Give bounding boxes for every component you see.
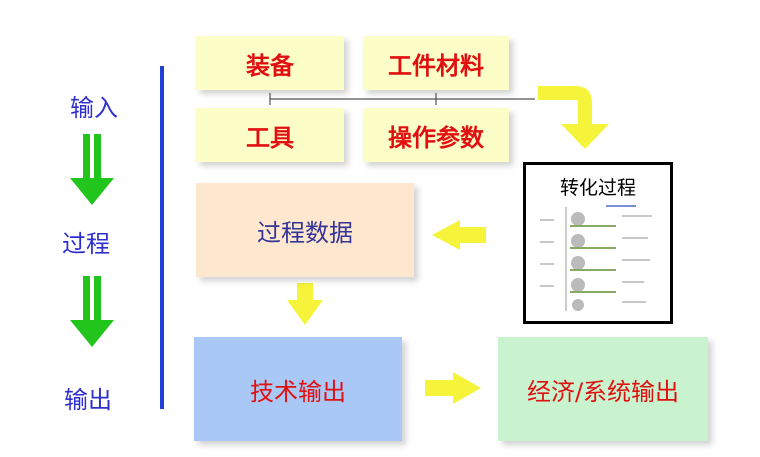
yellow-left-arrow [432, 220, 486, 250]
input-box-workpiece-material: 工件材料 [363, 36, 509, 90]
technical-output-box: 技术输出 [194, 337, 402, 441]
transformation-title: 转化过程 [559, 177, 636, 199]
green-down-arrow-2 [70, 276, 114, 347]
input-label-workpiece-material: 工件材料 [388, 51, 484, 80]
process-step-thumbnails [570, 212, 616, 311]
process-data-label: 过程数据 [257, 218, 353, 247]
input-box-operating-parameters: 操作参数 [363, 108, 509, 162]
green-down-arrow-1 [70, 134, 114, 205]
input-label-operating-parameters: 操作参数 [388, 123, 484, 152]
vertical-divider [160, 66, 164, 409]
stage-label-input: 输入 [70, 94, 118, 122]
transformation-box: 转化过程 [523, 162, 673, 324]
transformation-illustration [540, 205, 652, 311]
technical-output-label: 技术输出 [250, 377, 346, 406]
yellow-right-arrow [425, 372, 481, 404]
stage-label-process: 过程 [62, 230, 110, 258]
input-box-equipment: 装备 [196, 36, 344, 90]
input-box-tools: 工具 [196, 108, 344, 162]
yellow-curved-arrow [538, 86, 609, 149]
process-data-box: 过程数据 [196, 183, 414, 277]
yellow-down-arrow [287, 283, 323, 325]
economic-output-label: 经济/系统输出 [526, 377, 680, 406]
input-bracket-line [269, 93, 535, 105]
economic-output-box: 经济/系统输出 [498, 337, 708, 441]
input-label-equipment: 装备 [246, 51, 294, 80]
stage-label-output: 输出 [64, 386, 112, 414]
input-label-tools: 工具 [246, 123, 294, 152]
